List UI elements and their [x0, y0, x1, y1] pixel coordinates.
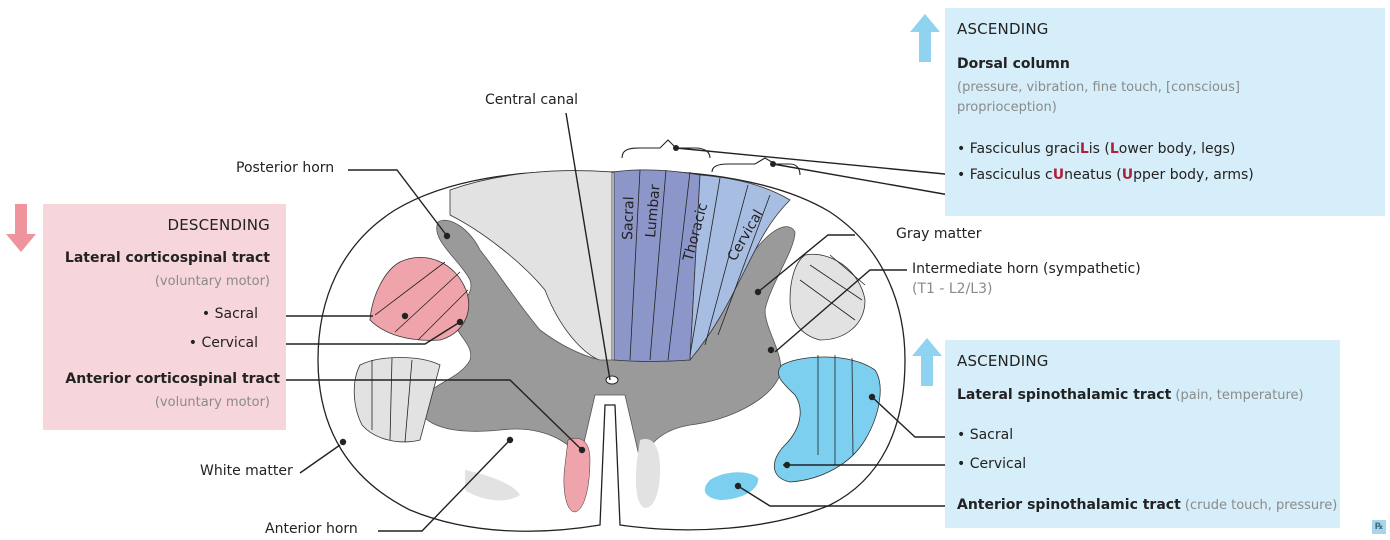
rx-logo-icon: ℞: [1372, 520, 1386, 534]
cuneatus-p1: Fasciculus c: [970, 167, 1053, 183]
up-arrow-icon: [912, 338, 942, 386]
ascending-up-arrow-top: [910, 14, 940, 62]
descending-sacral-label: • Sacral: [202, 306, 258, 322]
dorsal-column-sub-2: proprioception): [957, 100, 1057, 115]
down-arrow-icon: [6, 204, 36, 252]
central-canal: [606, 376, 618, 384]
ascending-cervical-label: • Cervical: [957, 456, 1026, 472]
anterior-spinothalamic-title: Anterior spinothalamic tract: [957, 497, 1181, 513]
anterior-corticospinal-sub: (voluntary motor): [155, 395, 270, 410]
anterior-horn-label: Anterior horn: [265, 521, 358, 537]
lateral-spinothalamic-line: Lateral spinothalamic tract (pain, tempe…: [957, 387, 1304, 403]
ascending-sacral-label: • Sacral: [957, 427, 1013, 443]
anterior-corticospinal-title: Anterior corticospinal tract: [65, 371, 280, 387]
cuneatus-hl1: U: [1053, 167, 1064, 183]
gracilis-p1: Fasciculus graci: [970, 141, 1080, 157]
lateral-corticospinal-title: Lateral corticospinal tract: [65, 250, 270, 266]
descending-down-arrow: [6, 204, 36, 252]
descending-cervical-label: • Cervical: [189, 335, 258, 351]
gracilis-p3: ower body, legs): [1119, 141, 1236, 157]
descending-box: DESCENDING Lateral corticospinal tract (…: [43, 204, 286, 430]
gray-matter-label: Gray matter: [896, 226, 981, 242]
gracilis-bullet: •: [957, 141, 970, 157]
cuneatus-hl2: U: [1122, 167, 1133, 183]
central-canal-label: Central canal: [485, 92, 578, 108]
gracilis-brace: [622, 140, 710, 158]
posterior-horn-label: Posterior horn: [236, 160, 334, 176]
fasciculus-gracilis-item: • Fasciculus graciLis (Lower body, legs): [957, 141, 1235, 157]
intermediate-horn-label: Intermediate horn (sympathetic): [912, 261, 1141, 277]
cuneatus-bullet: •: [957, 167, 970, 183]
intermediate-horn-sub: (T1 - L2/L3): [912, 281, 992, 297]
ascending-up-arrow-bottom: [912, 338, 942, 386]
gracilis-p2: is (: [1089, 141, 1110, 157]
lateral-corticospinal-sub: (voluntary motor): [155, 274, 270, 289]
segment-sacral-label: Sacral: [620, 196, 638, 240]
lateral-spinothalamic-sub: (pain, temperature): [1171, 388, 1303, 403]
gracilis-hl2: L: [1110, 141, 1119, 157]
up-arrow-icon: [910, 14, 940, 62]
ascending-header-bottom: ASCENDING: [957, 352, 1049, 370]
fasciculus-cuneatus-item: • Fasciculus cUneatus (Upper body, arms): [957, 167, 1254, 183]
white-matter-label: White matter: [200, 463, 293, 479]
dorsal-column-box: ASCENDING Dorsal column (pressure, vibra…: [945, 8, 1385, 216]
anterior-spinothalamic-line: Anterior spinothalamic tract (crude touc…: [957, 497, 1337, 513]
cuneatus-p3: pper body, arms): [1133, 167, 1254, 183]
dorsal-column-title: Dorsal column: [957, 56, 1070, 72]
ascending-header-top: ASCENDING: [957, 20, 1049, 38]
cuneatus-p2: neatus (: [1064, 167, 1122, 183]
lateral-spinothalamic-title: Lateral spinothalamic tract: [957, 387, 1171, 403]
gracilis-hl1: L: [1080, 141, 1089, 157]
dorsal-column-sub-1: (pressure, vibration, fine touch, [consc…: [957, 80, 1240, 95]
descending-header: DESCENDING: [167, 216, 270, 234]
spinothalamic-box: ASCENDING Lateral spinothalamic tract (p…: [945, 340, 1340, 528]
anterior-spinothalamic-sub: (crude touch, pressure): [1181, 498, 1337, 513]
